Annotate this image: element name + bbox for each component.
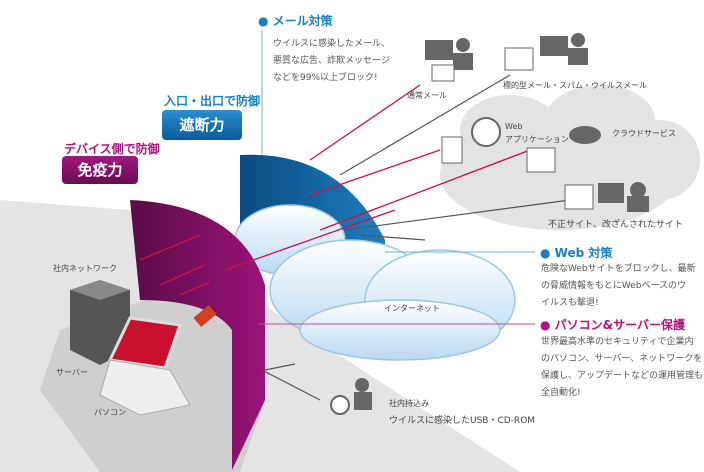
desc-line: のパソコン、サーバー、ネットワークを — [541, 354, 703, 364]
label-bad-site: 不正サイト、改ざんされたサイト — [548, 220, 683, 230]
desc-line: ウイルスに感染したメール、 — [273, 39, 391, 49]
gateway-badge: 遮断力 — [162, 110, 242, 140]
desc-line: などを99%以上ブロック! — [273, 73, 378, 83]
web-protection-title: ● Web 対策 — [540, 246, 613, 260]
label-normal-mail: 通常メール — [407, 91, 447, 100]
label-internal-network: 社内ネットワーク — [53, 264, 117, 273]
mail-protection-title: ● メール対策 — [258, 14, 333, 28]
pc-server-protection-title: ● パソコン&サーバー保護 — [540, 318, 685, 332]
label-infected-media: ウイルスに感染したUSB・CD-ROM — [389, 416, 536, 426]
web-protection-description: 危険なWebサイトをブロックし、最新 の脅威情報をもとにWebベースのウ イルス… — [541, 261, 696, 312]
desc-line: 世界最高水準のセキュリティで企業内 — [541, 337, 694, 347]
desc-line: 危険なWebサイトをブロックし、最新 — [541, 264, 696, 274]
label-web-app-2: アプリケーション — [505, 135, 569, 144]
server-icon — [70, 280, 130, 365]
pc-server-protection-description: 世界最高水準のセキュリティで企業内 のパソコン、サーバー、ネットワークを 保護し… — [541, 334, 703, 402]
desc-line: の脅威情報をもとにWebベースのウ — [541, 281, 686, 291]
mail-protection-description: ウイルスに感染したメール、 悪質な広告、詐欺メッセージ などを99%以上ブロック… — [273, 36, 390, 87]
label-server: サーバー — [56, 368, 88, 377]
desc-line: 全自動化! — [541, 388, 581, 398]
label-web-app-1: Web — [505, 122, 523, 131]
laptop-icon — [99, 316, 191, 416]
desc-line: イルスも撃退! — [541, 298, 599, 308]
threat-icons — [330, 33, 649, 415]
internet-cloud — [234, 204, 516, 361]
gateway-caption: 入口・出口で防御 — [164, 94, 261, 108]
label-pc: パソコン — [94, 408, 126, 417]
label-internet: インターネット — [384, 304, 440, 313]
label-carry-in: 社内持込み — [389, 399, 429, 408]
device-caption: デバイス側で防御 — [64, 142, 160, 156]
desc-line: 保護し、アップデートなどの運用管理も — [541, 371, 704, 381]
device-badge: 免疫力 — [62, 156, 138, 184]
syringe-icon — [193, 304, 217, 328]
desc-line: 悪質な広告、詐欺メッセージ — [273, 56, 390, 66]
label-cloud-service: クラウドサービス — [612, 129, 676, 138]
label-targeted-mail: 標的型メール・スパム・ウイルスメール — [503, 81, 647, 90]
